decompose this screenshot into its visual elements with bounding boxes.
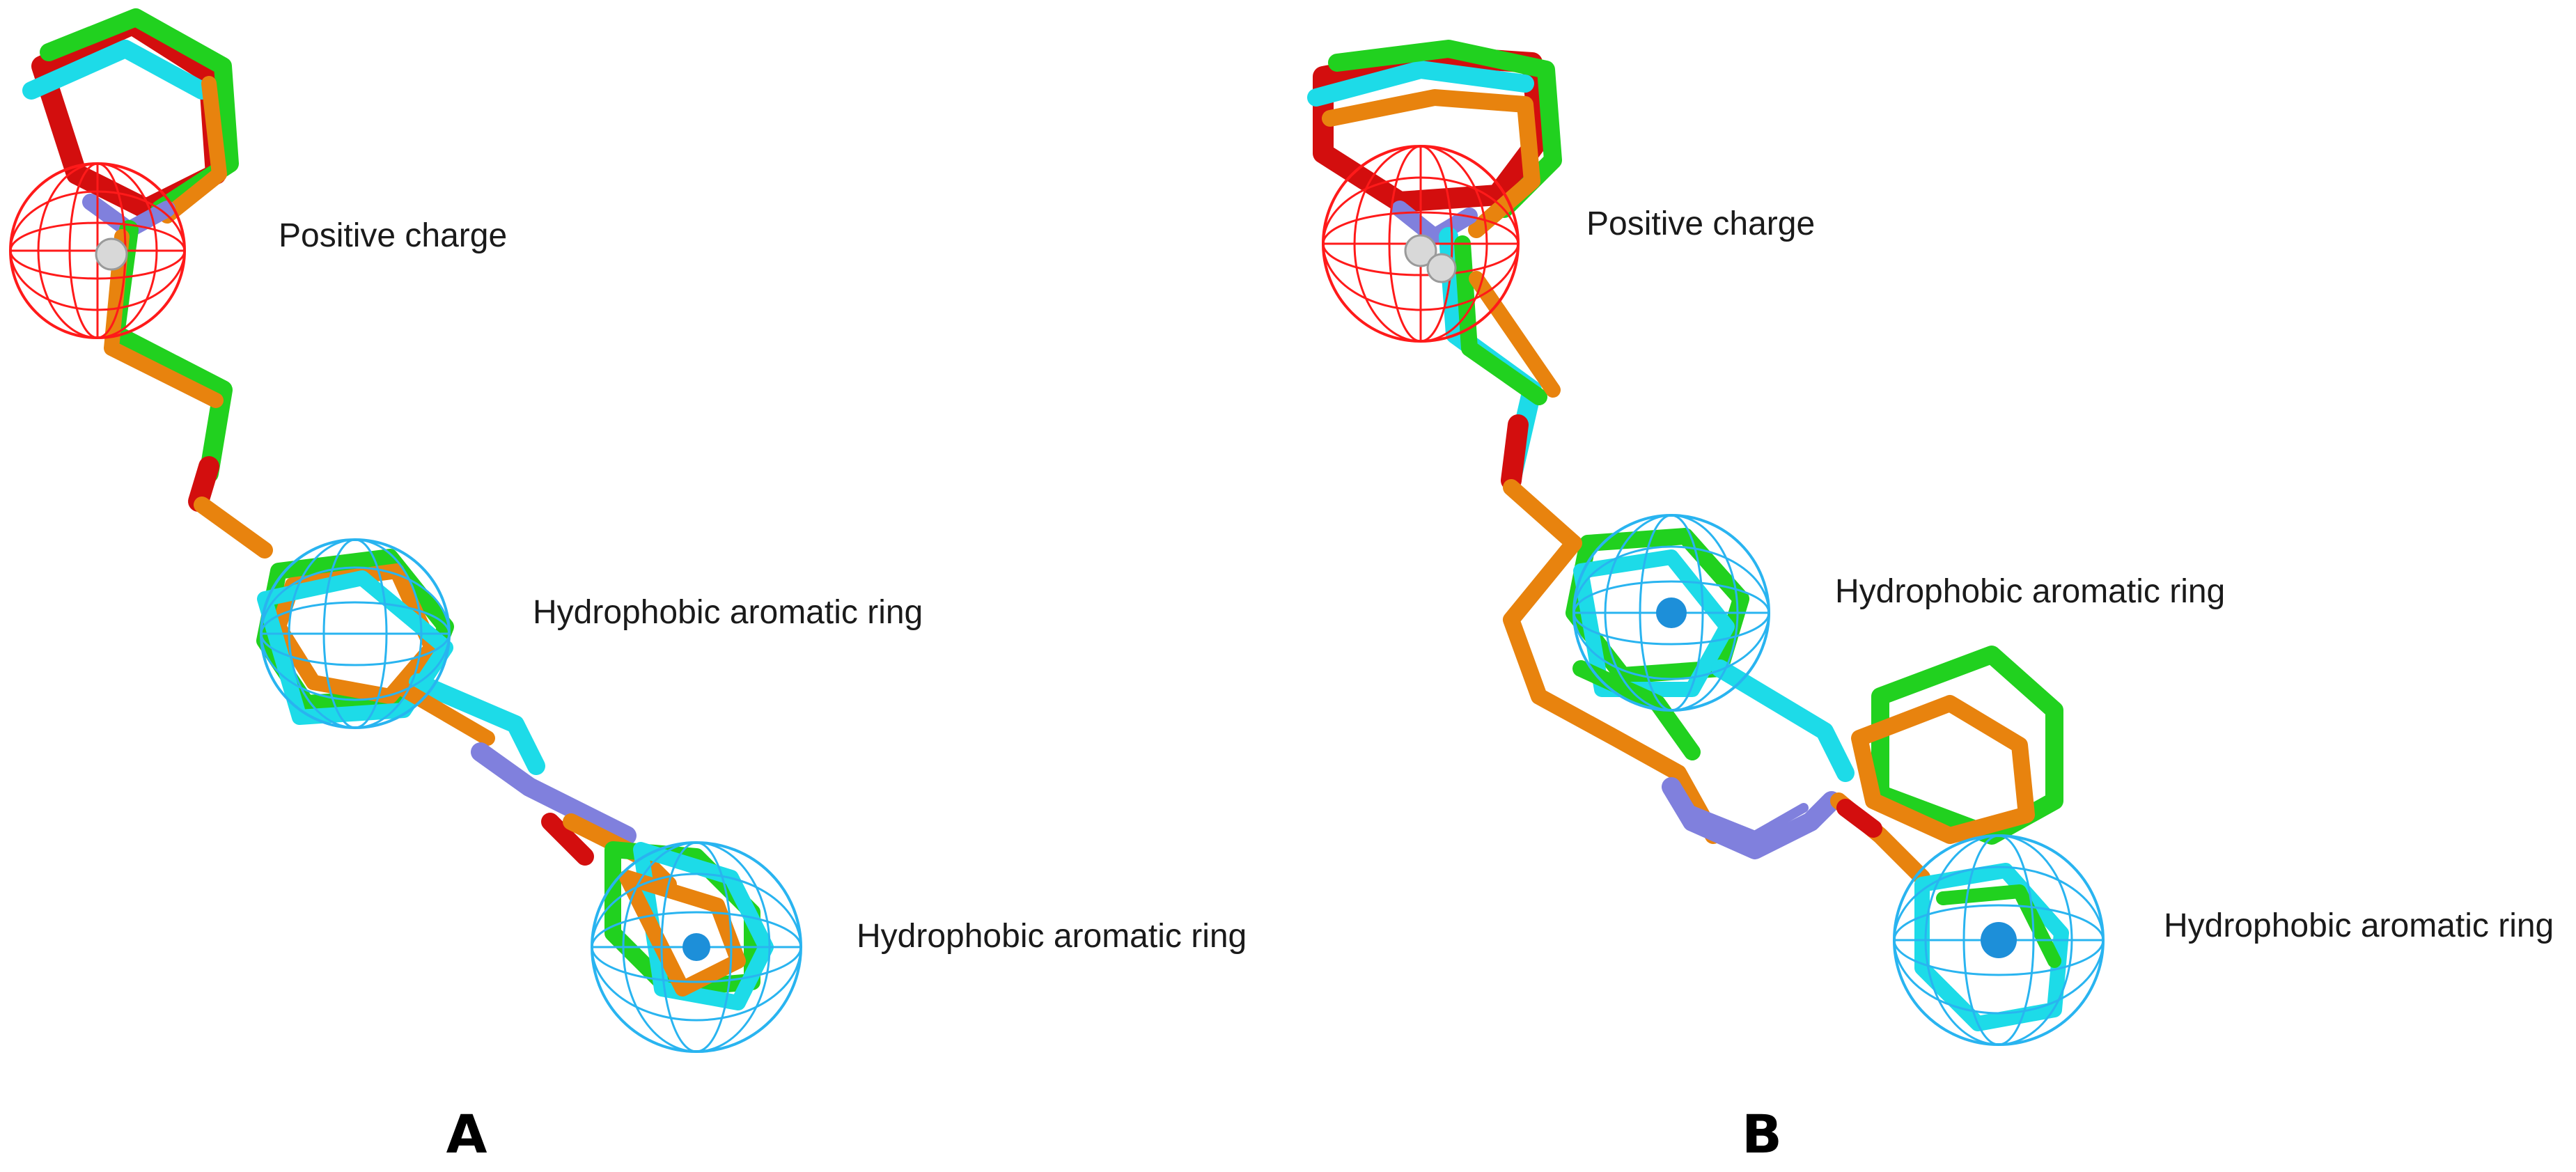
panel-a-positive-charge-label: Positive charge: [279, 217, 507, 254]
panel-b-positive-charge-feature: [1322, 145, 1520, 343]
panel-a-aromatic-feature-1: [260, 538, 451, 729]
panel-b: Positive charge Hydrophobic aromatic rin…: [1307, 40, 2554, 1165]
panel-b-letter: B: [1742, 1103, 1782, 1165]
panel-b-charge-center-atom-2: [1426, 253, 1457, 283]
panel-b-ring-center-atom-1: [1656, 597, 1687, 628]
panel-a-aromatic-ring-label-1: Hydrophobic aromatic ring: [533, 594, 923, 631]
panel-a-aromatic-ring-label-2: Hydrophobic aromatic ring: [857, 918, 1247, 955]
panel-a-ligand-sticks: [22, 8, 774, 1010]
panel-a-letter: A: [446, 1103, 487, 1165]
panel-a-positive-charge-feature: [9, 162, 186, 339]
panel-b-positive-charge-label: Positive charge: [1586, 205, 1815, 242]
panel-b-aromatic-feature-1: [1572, 514, 1770, 712]
panel-b-charge-center-atom: [1404, 234, 1437, 267]
panel-b-aromatic-feature-2: [1893, 834, 2105, 1046]
panel-b-ligand-sticks: [1307, 40, 2069, 1031]
panel-a-charge-center-atom: [95, 237, 128, 271]
panel-a-aromatic-feature-2: [591, 841, 802, 1053]
panel-b-ring-center-atom-2: [1981, 922, 2017, 958]
panel-a-ring-center-atom: [682, 933, 710, 961]
panel-a: Positive charge Hydrophobic aromatic rin…: [9, 8, 1247, 1165]
panel-b-aromatic-ring-label-1: Hydrophobic aromatic ring: [1835, 573, 2225, 610]
panel-b-aromatic-ring-label-2: Hydrophobic aromatic ring: [2164, 907, 2554, 944]
